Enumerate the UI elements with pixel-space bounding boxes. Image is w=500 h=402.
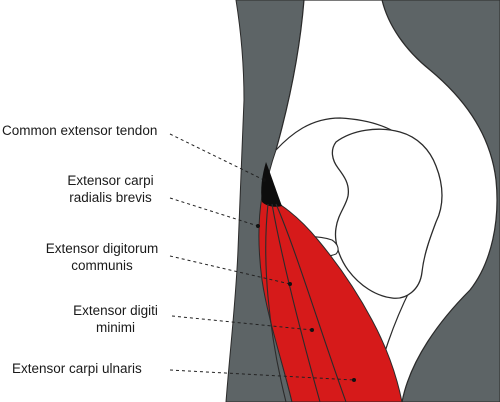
dot-common-extensor-tendon bbox=[262, 178, 266, 182]
label-ecrb-line2: radialis brevis bbox=[69, 190, 152, 205]
label-ecu-text: Extensor carpi ulnaris bbox=[12, 361, 142, 376]
label-edc-line1: Extensor digitorum bbox=[45, 241, 159, 256]
capitulum-outline bbox=[331, 128, 443, 299]
label-edm: Extensor digiti minimi bbox=[58, 302, 173, 336]
leader-ecu bbox=[169, 369, 355, 381]
label-edc-line2: communis bbox=[71, 258, 133, 273]
dot-ecu bbox=[352, 378, 356, 382]
label-ecrb-line1: Extensor carpi bbox=[67, 173, 154, 188]
label-common-extensor-tendon: Common extensor tendon bbox=[2, 122, 157, 139]
leader-edc bbox=[169, 255, 291, 285]
edm-division-line bbox=[275, 203, 347, 402]
dot-ecrb bbox=[256, 224, 260, 228]
humerus-shaft bbox=[275, 0, 498, 402]
dot-edm bbox=[310, 328, 314, 332]
label-ecu: Extensor carpi ulnaris bbox=[12, 360, 142, 377]
edc-division-line bbox=[271, 203, 321, 402]
label-common-extensor-tendon-text: Common extensor tendon bbox=[2, 123, 158, 138]
label-edm-line1: Extensor digiti bbox=[73, 303, 158, 318]
label-ecrb: Extensor carpi radialis brevis bbox=[48, 172, 173, 206]
extensor-muscle-mass bbox=[258, 195, 403, 402]
common-extensor-tendon-shape bbox=[261, 162, 282, 207]
label-edc: Extensor digitorum communis bbox=[32, 240, 172, 274]
dot-edc bbox=[288, 282, 292, 286]
label-edm-line2: minimi bbox=[96, 320, 135, 335]
